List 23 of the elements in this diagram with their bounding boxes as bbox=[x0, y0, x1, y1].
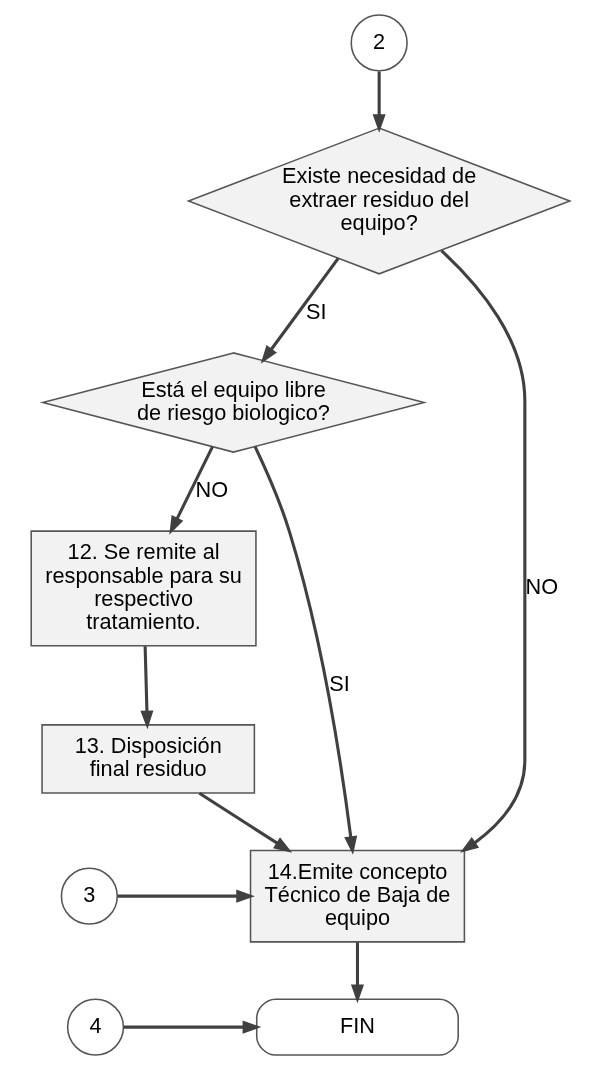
node-diamond: Está el equipo libre de riesgo biologico? bbox=[39, 352, 427, 453]
arrow bbox=[372, 71, 386, 133]
arrow bbox=[253, 445, 357, 855]
arrow bbox=[117, 889, 255, 903]
edge-label: NO bbox=[195, 477, 228, 503]
arrow bbox=[139, 646, 153, 730]
node-diamond: Existe necesidad de extraer residuo del equipo? bbox=[185, 127, 572, 275]
arrow bbox=[350, 942, 364, 1004]
arrow bbox=[123, 1020, 261, 1034]
node-box: 13. Disposición final residuo bbox=[40, 724, 255, 794]
edge-label: NO bbox=[525, 574, 558, 600]
node-box: 14.Emite concepto Técnico de Baja de equipo bbox=[249, 849, 465, 943]
arrow bbox=[439, 249, 526, 853]
node-circle: 3 bbox=[60, 867, 118, 925]
node-box: 12. Se remite al responsable para su respectivo tratamiento. bbox=[29, 530, 257, 647]
arrow bbox=[198, 792, 292, 853]
node-box: FIN bbox=[255, 998, 459, 1056]
arrow bbox=[260, 257, 339, 364]
edge-label: SI bbox=[305, 299, 327, 325]
edge-label: SI bbox=[328, 671, 350, 697]
node-circle: 4 bbox=[66, 998, 124, 1056]
node-circle: 2 bbox=[350, 14, 408, 72]
arrow bbox=[168, 446, 214, 535]
